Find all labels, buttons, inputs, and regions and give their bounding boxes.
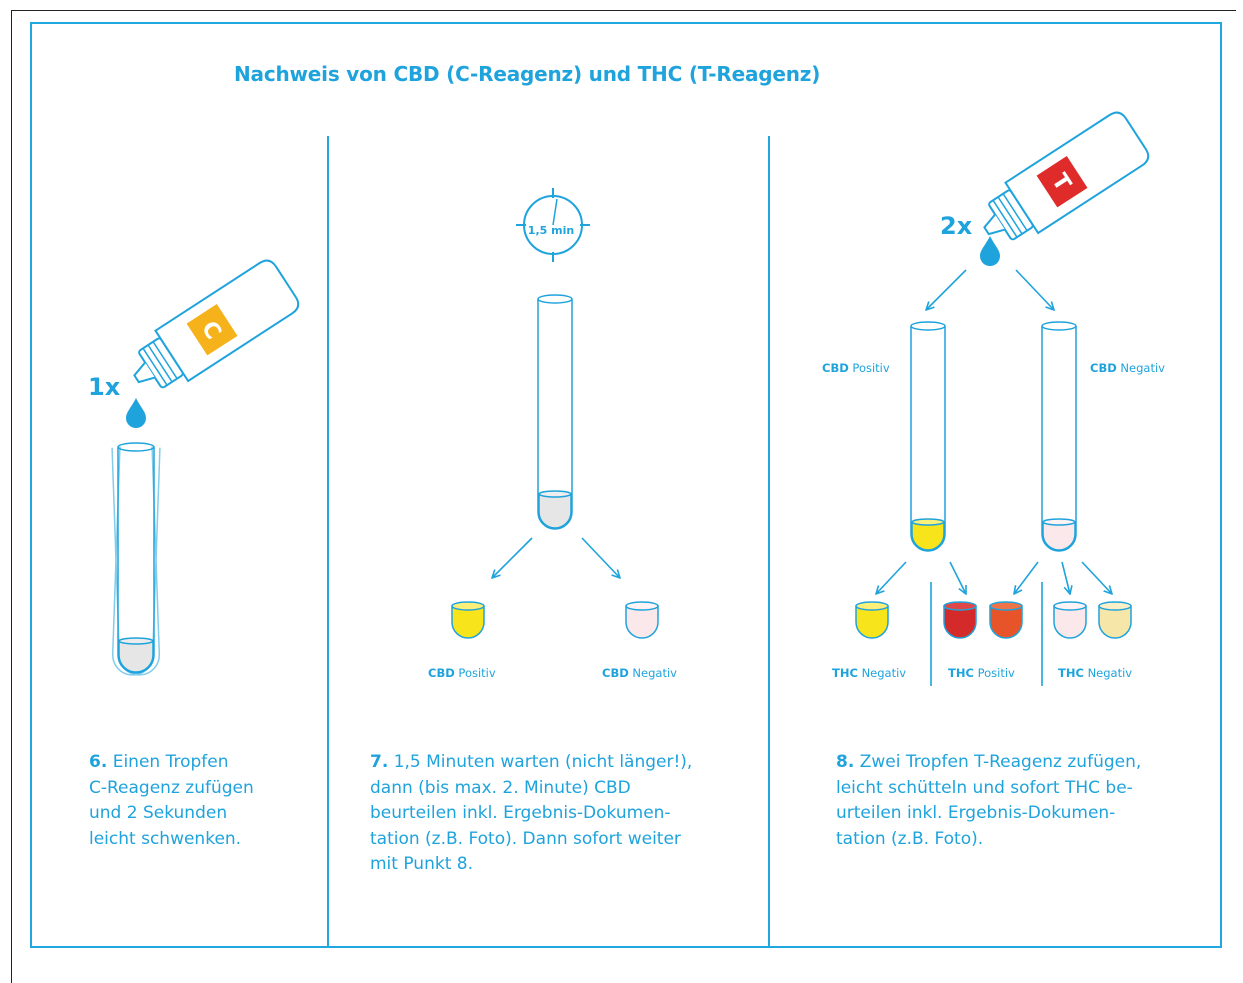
step-line: tation (z.B. Foto). Dann sofort weiter bbox=[370, 828, 681, 849]
step-line: und 2 Sekunden bbox=[89, 803, 228, 823]
test-tube-center bbox=[537, 294, 573, 530]
step-6-text: 6. Einen Tropfen C-Reagenz zufügen und 2… bbox=[89, 750, 254, 852]
arrow-result-4 bbox=[1061, 561, 1070, 594]
label-thc-negative-2: THC Negativ bbox=[1058, 666, 1132, 680]
step-line: Einen Tropfen bbox=[112, 752, 229, 772]
arrow-result-1 bbox=[876, 561, 907, 594]
label-thc-positive: THC Positiv bbox=[948, 666, 1015, 680]
test-tube-cbd-negative bbox=[1041, 321, 1077, 552]
drop-icon bbox=[126, 398, 146, 428]
step-line: mit Punkt 8. bbox=[370, 854, 473, 874]
page-border bbox=[11, 10, 1236, 983]
step-8-text: 8. Zwei Tropfen T-Reagenz zufügen, leich… bbox=[836, 750, 1141, 852]
arrow-left bbox=[492, 537, 533, 578]
result-cup-cbd-positive bbox=[451, 601, 485, 639]
step-line: dann (bis max. 2. Minute) CBD bbox=[370, 777, 631, 798]
timer-icon: 1,5 min bbox=[516, 188, 590, 262]
timer-label: 1,5 min bbox=[528, 224, 574, 237]
step-line: leicht schütteln und sofort THC be- bbox=[836, 777, 1133, 798]
instruction-frame bbox=[30, 22, 1222, 948]
arrow-result-5 bbox=[1081, 561, 1112, 594]
step-number: 8. bbox=[836, 752, 855, 772]
result-cup-thc-negative-pale-yellow bbox=[1098, 601, 1132, 639]
arrow-to-left-tube bbox=[926, 269, 967, 310]
label-tube-cbd-positive: CBD Positiv bbox=[822, 361, 890, 375]
bottle-t-label bbox=[1036, 155, 1088, 208]
arrow-result-3 bbox=[1014, 561, 1039, 594]
step-line: Zwei Tropfen T-Reagenz zufügen, bbox=[859, 752, 1142, 772]
step-line: beurteilen inkl. Ergebnis-Dokumen- bbox=[370, 803, 671, 823]
step-line: tation (z.B. Foto). bbox=[836, 828, 984, 849]
step-number: 7. bbox=[370, 752, 389, 772]
drop-count-1x: 1x bbox=[88, 373, 121, 401]
result-cup-thc-negative-pink bbox=[1053, 601, 1087, 639]
panel-divider-2 bbox=[768, 136, 770, 948]
step-line: urteilen inkl. Ergebnis-Dokumen- bbox=[836, 803, 1116, 823]
reagent-bottle-c: C bbox=[133, 259, 300, 389]
label-tube-cbd-negative: CBD Negativ bbox=[1090, 361, 1165, 375]
step-line: leicht schwenken. bbox=[89, 828, 242, 849]
panel-divider-1 bbox=[327, 136, 329, 948]
step-line: 1,5 Minuten warten (nicht länger!), bbox=[393, 752, 693, 772]
label-thc-negative-1: THC Negativ bbox=[832, 666, 906, 680]
reagent-bottle-t: T bbox=[983, 111, 1150, 241]
label-cbd-positive: CBD Positiv bbox=[428, 666, 496, 680]
test-tube-cbd-positive bbox=[910, 321, 946, 552]
drop-icon bbox=[980, 236, 1000, 266]
bottle-c-label bbox=[186, 303, 238, 356]
step-7-text: 7. 1,5 Minuten warten (nicht länger!), d… bbox=[370, 750, 692, 878]
arrow-result-2 bbox=[949, 561, 966, 594]
page-title: Nachweis von CBD (C-Reagenz) und THC (T-… bbox=[234, 62, 821, 86]
result-cup-thc-negative-1 bbox=[855, 601, 889, 639]
arrow-to-right-tube bbox=[1015, 269, 1054, 310]
label-cbd-negative: CBD Negativ bbox=[602, 666, 677, 680]
result-cup-thc-positive-red bbox=[943, 601, 977, 639]
drop-count-2x: 2x bbox=[940, 212, 973, 240]
step-number: 6. bbox=[89, 752, 108, 772]
result-cup-cbd-negative bbox=[625, 601, 659, 639]
arrow-right bbox=[581, 537, 620, 578]
test-tube-shaking bbox=[111, 442, 161, 676]
step-line: C-Reagenz zufügen bbox=[89, 777, 254, 798]
result-cup-thc-positive-orange bbox=[989, 601, 1023, 639]
